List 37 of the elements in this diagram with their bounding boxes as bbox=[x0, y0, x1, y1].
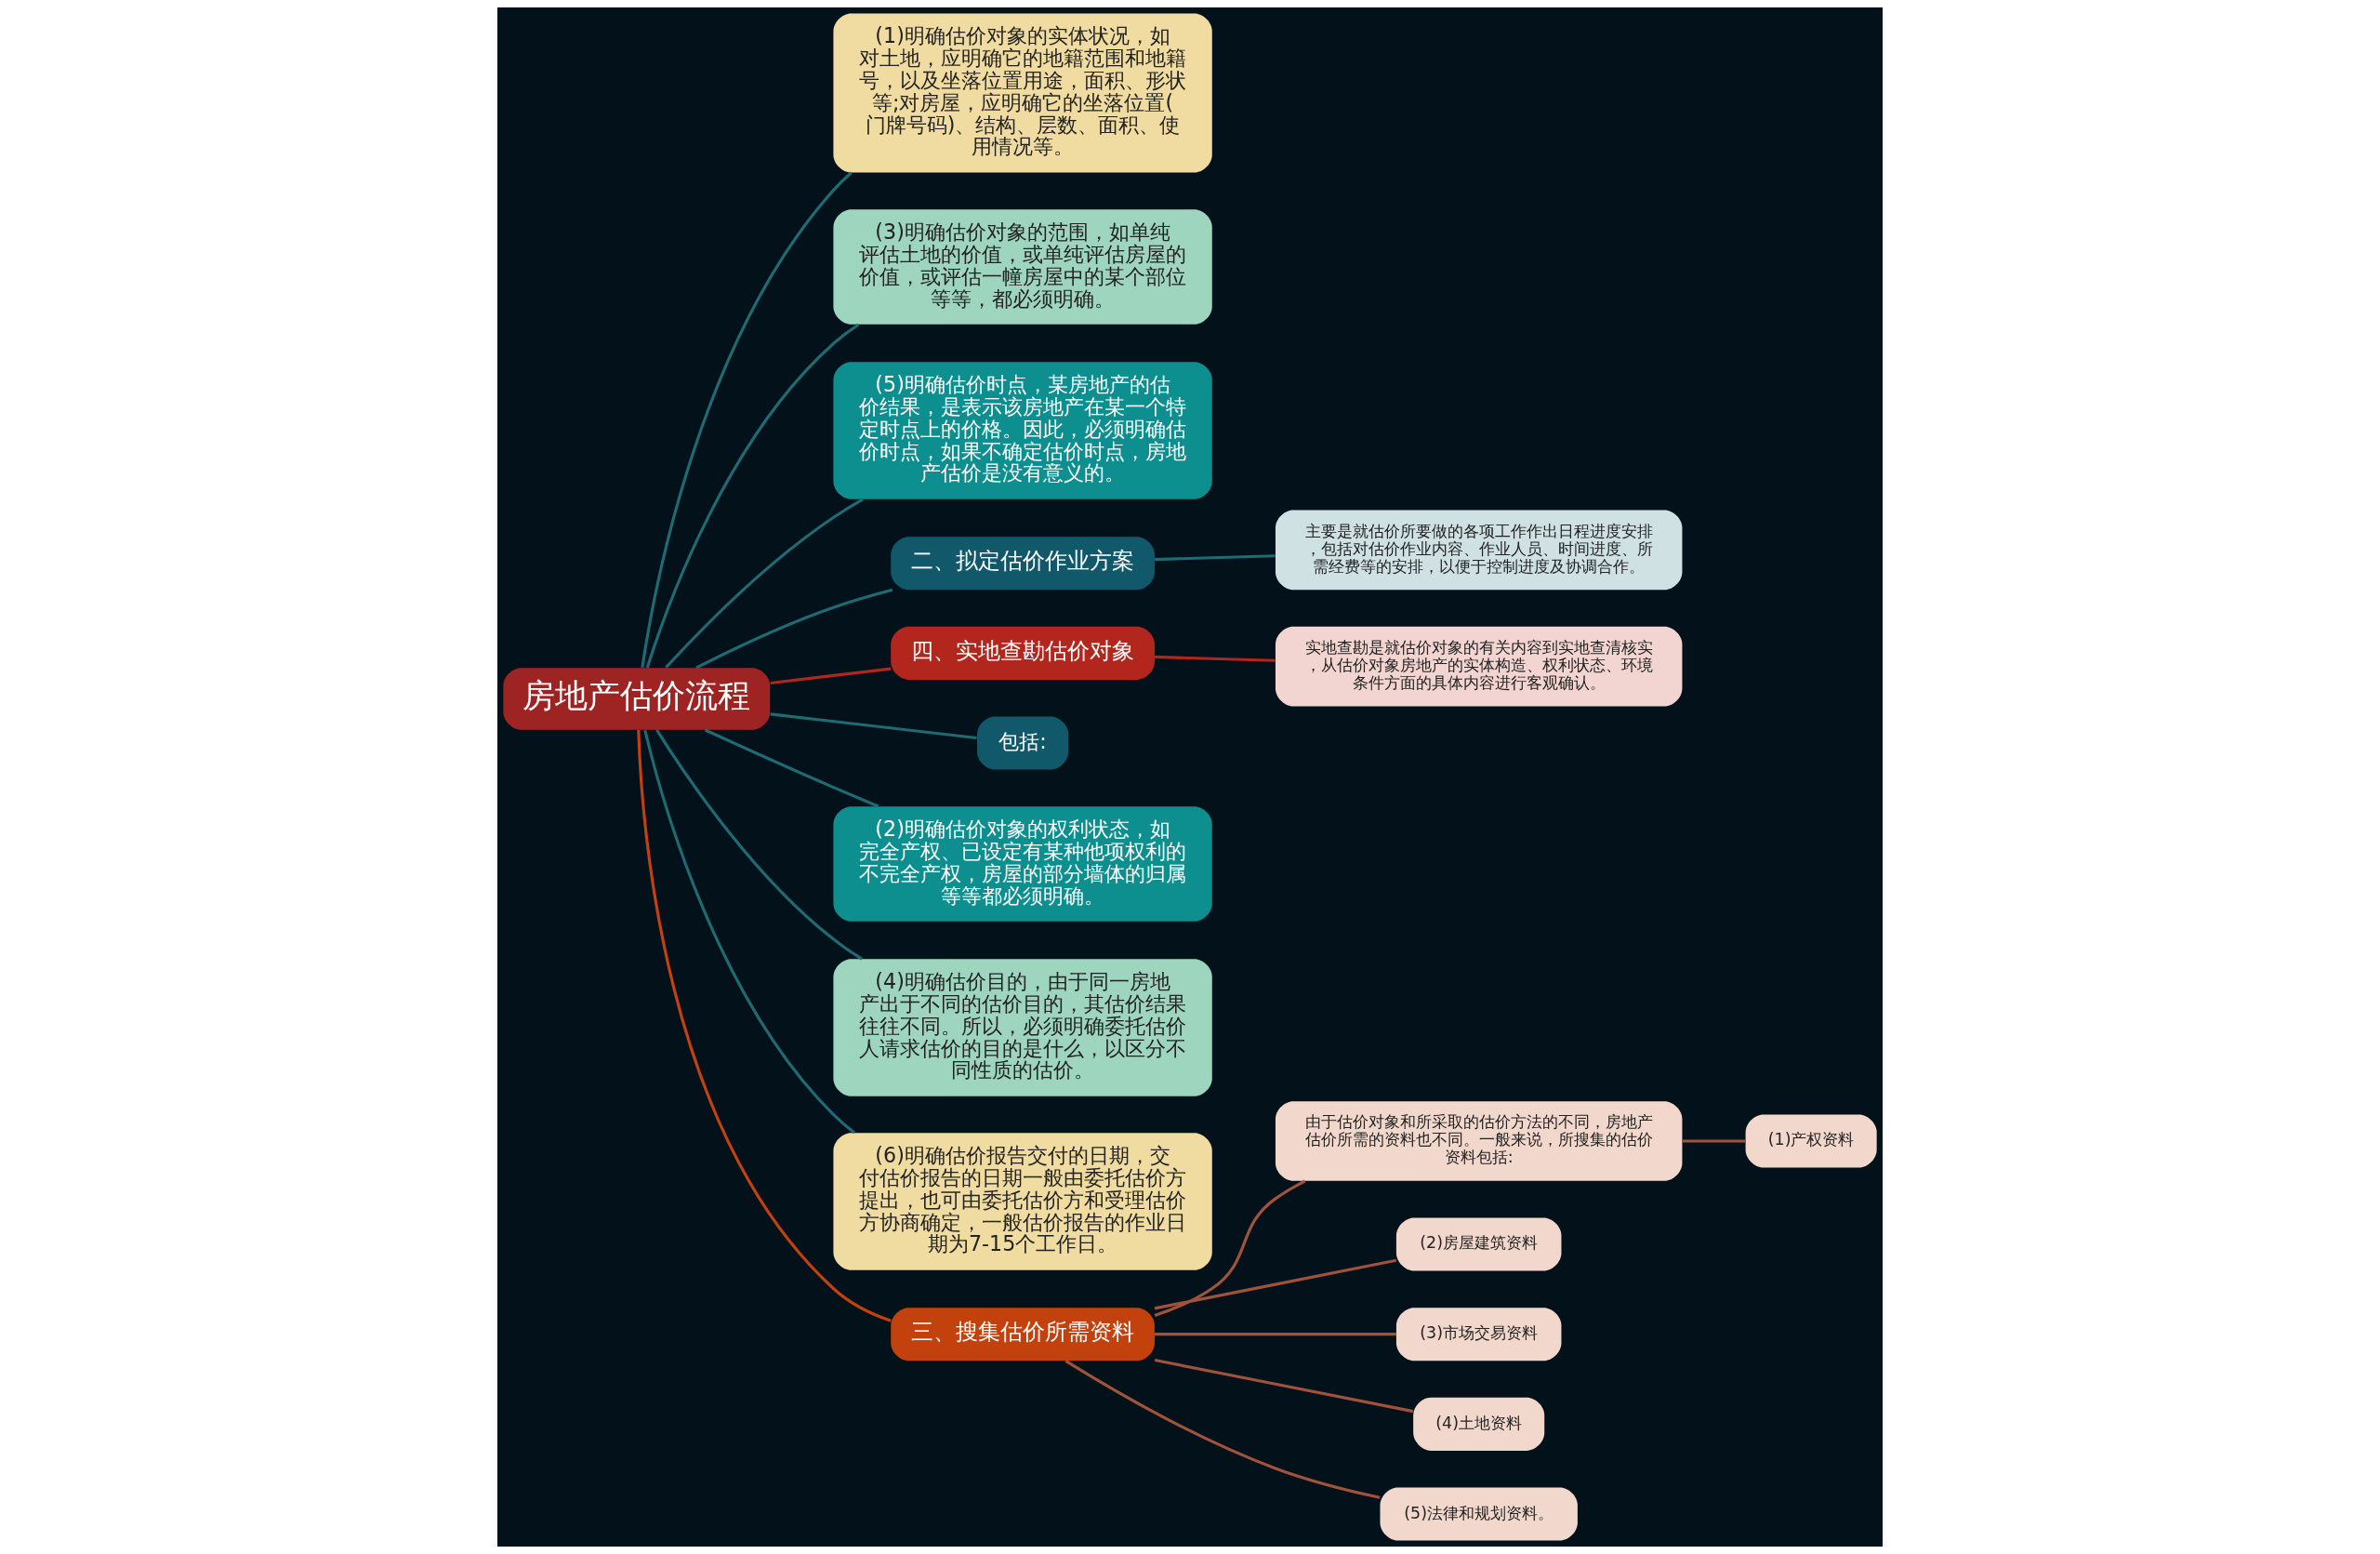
connector bbox=[1154, 1258, 1397, 1310]
node-box: 四、实地查勘估价对象 bbox=[891, 626, 1155, 680]
connector bbox=[655, 729, 863, 961]
node-box: 包括: bbox=[976, 716, 1069, 770]
connector bbox=[1154, 554, 1276, 562]
connector bbox=[695, 588, 893, 670]
node-box: (2)明确估价对象的权利状态，如完全产权、已设定有某种他项权利的不完全产权，房屋的部分墙体的归属等等都必须明确。 bbox=[833, 806, 1212, 922]
node-box: 由于估价对象和所采取的估价方法的不同，房地产估价所需的资料也不同。一般来说，所搜集的估价资料包括: bbox=[1275, 1101, 1683, 1181]
node-box: (2)房屋建筑资料 bbox=[1395, 1217, 1562, 1271]
node-box: 二、拟定估价作业方案 bbox=[891, 537, 1155, 591]
node-box: (3)市场交易资料 bbox=[1395, 1308, 1562, 1361]
node-box: (4)明确估价目的，由于同一房地产出于不同的估价目的，其估价结果往往不同。所以，必须明确委托估价人请求估价的目的是什么，以区分不同性质的估价。 bbox=[833, 959, 1212, 1096]
connector bbox=[637, 729, 892, 1322]
node-box: (5)明确估价时点，某房地产的估价结果，是表示该房地产在某一个特定时点上的价格。因此，必须明确估价时点，如果不确定估价时点，房地产估价是没有意义的。 bbox=[833, 362, 1212, 499]
node-box: 房地产估价流程 bbox=[503, 668, 771, 730]
connector bbox=[1154, 1179, 1306, 1317]
connector bbox=[770, 667, 892, 685]
node-box: 主要是就估价所要做的各项工作作出日程进度安排，包括对估价作业内容、作业人员、时间进度、所需经费等的安排，以便于控制进度及协调合作。 bbox=[1275, 510, 1683, 591]
node-box: 实地查勘是就估价对象的有关内容到实地查清核实，从估价对象房地产的实体构造、权利状态、环境条件方面的具体内容进行客观确认。 bbox=[1275, 626, 1683, 707]
connector bbox=[1064, 1359, 1381, 1499]
node-box: 三、搜集估价所需资料 bbox=[891, 1308, 1155, 1361]
connector bbox=[665, 498, 864, 669]
connector bbox=[1682, 1139, 1746, 1143]
node-box: (4)土地资料 bbox=[1413, 1397, 1545, 1451]
node-box: (6)明确估价报告交付的日期，交付估价报告的日期一般由委托估价方提出，也可由委托估价方和受理估价方协商确定，一般估价报告的作业日期为7-15个工作日。 bbox=[833, 1133, 1212, 1270]
connector bbox=[643, 729, 855, 1135]
connector bbox=[1154, 655, 1276, 662]
connector bbox=[1155, 1333, 1396, 1336]
node-box: (1)明确估价对象的实体状况，如对土地，应明确它的地籍范围和地籍号，以及坐落位置用途，面积、形状等;对房屋，应明确它的坐落位置(门牌号码)、结构、层数、面积、使用情况等。 bbox=[833, 13, 1212, 173]
node-box: (5)法律和规划资料。 bbox=[1380, 1487, 1578, 1541]
connector bbox=[770, 712, 977, 740]
connector bbox=[704, 728, 879, 808]
node-box: (3)明确估价对象的范围，如单纯评估土地的价值，或单纯评估房屋的价值，或评估一幢房屋中的某个部位等等，都必须明确。 bbox=[833, 209, 1212, 325]
connector bbox=[645, 323, 860, 669]
connector bbox=[1154, 1358, 1414, 1414]
connector bbox=[641, 171, 853, 668]
node-box: (1)产权资料 bbox=[1745, 1114, 1877, 1168]
